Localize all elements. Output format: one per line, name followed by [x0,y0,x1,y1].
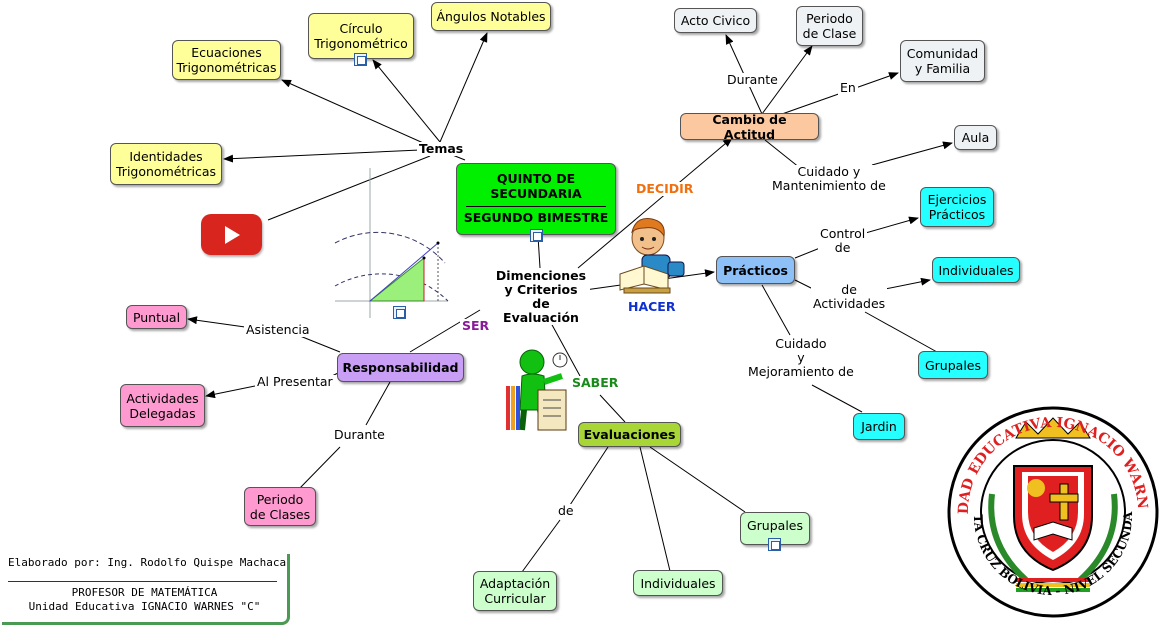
youtube-icon[interactable] [201,214,262,255]
node-periodo-clase[interactable]: Periodo de Clase [796,6,863,46]
node-evaluaciones[interactable]: Evaluaciones [578,422,681,447]
label-de: de [556,503,576,518]
trigonometry-figure [334,168,449,318]
center-node[interactable]: QUINTO DE SECUNDARIA SEGUNDO BIMESTRE [456,163,616,235]
credit-role: PROFESOR DE MATEMÁTICA [71,586,218,599]
credit-author: Elaborado por: Ing. Rodolfo Quispe Macha… [8,556,287,569]
node-acto-civico[interactable]: Acto Civico [674,8,757,33]
center-title: QUINTO DE SECUNDARIA [490,171,582,201]
node-individuales-practicos[interactable]: Individuales [932,257,1020,283]
node-aula[interactable]: Aula [954,125,997,150]
node-cambio-actitud[interactable]: Cambio de Actitud [680,112,819,142]
label-asistencia: Asistencia [244,322,312,337]
school-crest-logo: UNIDAD EDUCATIVA IGNACIO WARNES C SANTA … [946,404,1159,618]
student-clipboard-illustration [506,349,568,431]
label-hacer: HACER [626,299,678,314]
label-cuidado-mejoramiento: Cuidado y Mejoramiento de [746,336,856,379]
node-practicos[interactable]: Prácticos [716,256,795,284]
node-circulo[interactable]: Círculo Trigonométrico [308,13,414,59]
center-subtitle: SEGUNDO BIMESTRE [463,210,609,225]
label-ser: SER [460,318,492,333]
label-durante-top: Durante [725,72,780,87]
node-jardin[interactable]: Jardin [853,413,905,440]
node-grupales-practicos[interactable]: Grupales [918,351,988,379]
node-responsabilidad[interactable]: Responsabilidad [337,353,464,382]
node-periodo-clases[interactable]: Periodo de Clases [244,487,316,526]
boy-reading-illustration [619,218,685,294]
label-decidir: DECIDIR [634,181,696,196]
label-cuidado-mantenimiento: Cuidado y Mantenimiento de [770,164,888,193]
label-de-actividades: de Actividades [811,282,888,311]
node-comunidad[interactable]: Comunidad y Familia [900,40,985,82]
node-ecuaciones[interactable]: Ecuaciones Trigonométricas [172,40,281,80]
node-actividades-delegadas[interactable]: Actividades Delegadas [120,384,205,427]
note-icon[interactable] [768,538,781,551]
note-icon[interactable] [530,229,543,242]
node-angulos[interactable]: Ángulos Notables [431,2,551,31]
node-ejercicios[interactable]: Ejercicios Prácticos [920,187,994,227]
label-al-presentar: Al Presentar [255,374,335,389]
node-identidades[interactable]: Identidades Trigonométricas [110,143,222,185]
node-puntual[interactable]: Puntual [126,305,187,329]
label-durante-bottom: Durante [332,427,387,442]
label-temas: Temas [417,141,466,156]
label-saber: SABER [570,375,621,390]
label-control-de: Control de [818,226,868,255]
label-en: En [838,80,858,95]
note-icon[interactable] [354,53,367,66]
credit-box: Elaborado por: Ing. Rodolfo Quispe Macha… [2,554,290,625]
credit-school: Unidad Educativa IGNACIO WARNES "C" [28,600,261,613]
node-individuales-evaluaciones[interactable]: Individuales [633,570,723,596]
node-adaptacion-curricular[interactable]: Adaptación Curricular [473,571,557,611]
note-icon[interactable] [393,306,406,319]
credit-divider [8,581,277,582]
label-dimensiones: Dimenciones y Criterios de Evaluación [492,269,590,325]
